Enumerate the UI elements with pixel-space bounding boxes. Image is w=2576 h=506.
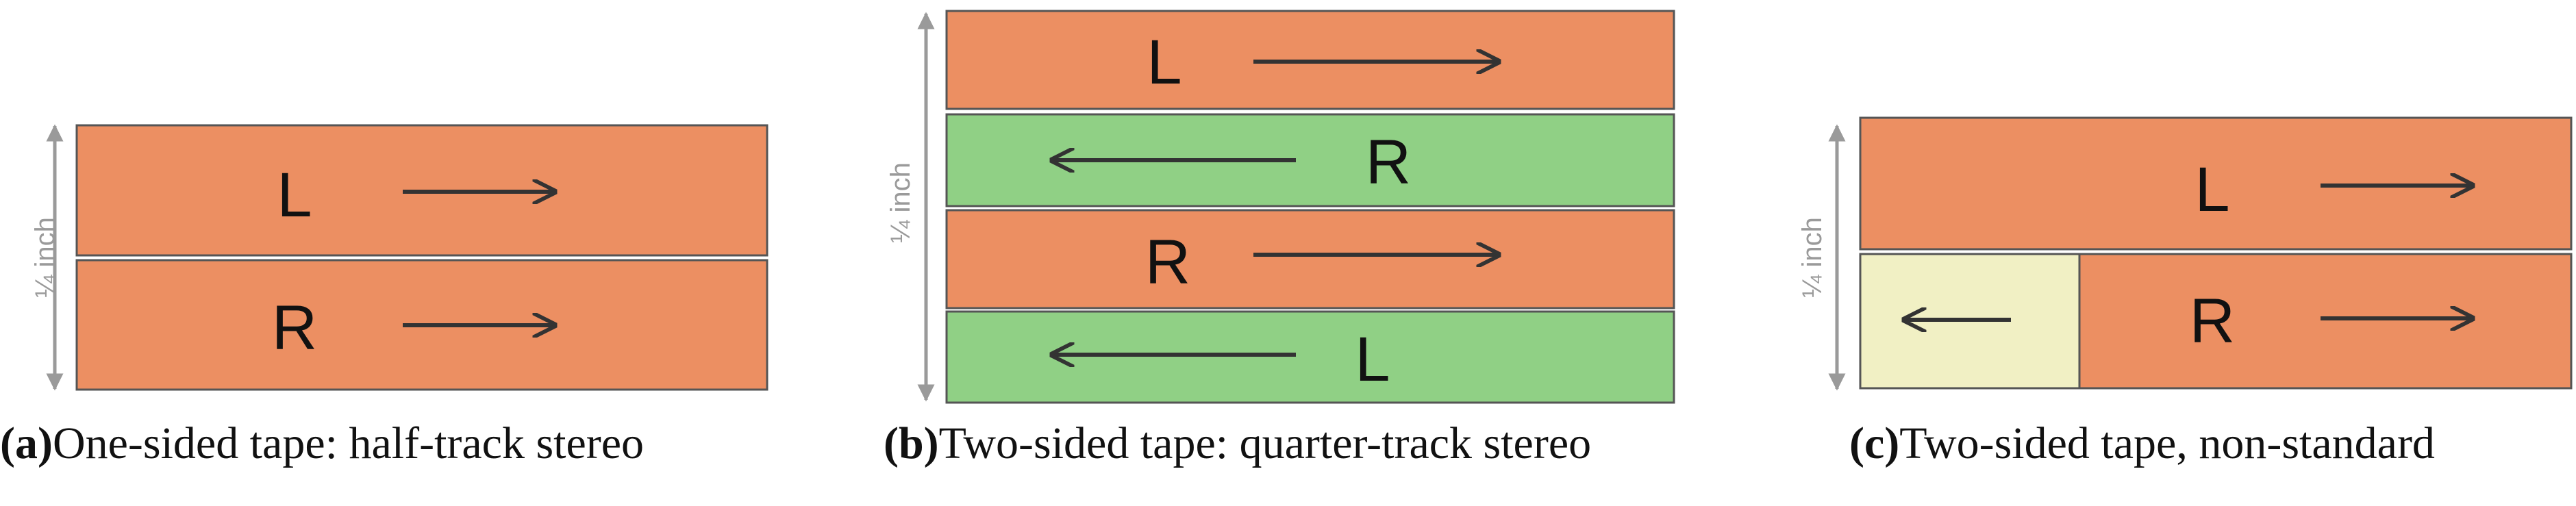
track-1: L — [1859, 116, 2573, 251]
caption-a-text: One-sided tape: half-track stereo — [52, 418, 645, 468]
track-2: R — [1859, 253, 2573, 390]
track-2-band — [945, 113, 1675, 207]
track-1: L — [75, 124, 768, 257]
track-2-letter: R — [2190, 286, 2235, 356]
panel-a: ¼ inch L R (a)One-sided tape: half-track… — [0, 0, 822, 506]
caption-b-tag: (b) — [884, 418, 939, 468]
track-2-letter: R — [272, 293, 317, 363]
caption-c-text: Two-sided tape, non-standard — [1899, 418, 2435, 468]
track-4-band — [945, 310, 1675, 404]
track-1-letter: L — [1147, 27, 1181, 97]
caption-b: (b)Two-sided tape: quarter-track stereo — [884, 418, 1591, 470]
panel-b: ¼ inch L R R L (b)Two-sided tape: quarte… — [877, 0, 1685, 506]
track-2-letter: R — [1366, 127, 1411, 197]
caption-c: (c)Two-sided tape, non-standard — [1849, 418, 2435, 470]
caption-b-text: Two-sided tape: quarter-track stereo — [938, 418, 1592, 468]
track-1-letter: L — [277, 160, 312, 230]
caption-a: (a)One-sided tape: half-track stereo — [0, 418, 644, 470]
track-4: L — [945, 310, 1675, 404]
dimension-label: ¼ inch — [1797, 217, 1827, 298]
track-3-band — [945, 209, 1675, 309]
caption-c-tag: (c) — [1849, 418, 1900, 468]
track-2: R — [945, 113, 1675, 207]
quarter-track-diagram: ¼ inch L R R L — [886, 10, 1675, 404]
dimension-label: ¼ inch — [30, 217, 60, 298]
track-1-letter: L — [2194, 155, 2229, 225]
track-2: R — [75, 259, 768, 391]
dimension-label: ¼ inch — [886, 162, 916, 243]
caption-a-tag: (a) — [0, 418, 53, 468]
half-track-diagram: ¼ inch L R — [30, 124, 768, 391]
track-4-letter: L — [1355, 325, 1390, 394]
track-3-letter: R — [1145, 227, 1190, 297]
track-3: R — [945, 209, 1675, 309]
track-1: L — [945, 10, 1675, 110]
track-2-band — [2078, 253, 2573, 390]
non-standard-diagram: ¼ inch L R — [1797, 116, 2573, 391]
panel-c: ¼ inch L R (c)Two-sided tape, non-standa… — [1767, 0, 2576, 506]
